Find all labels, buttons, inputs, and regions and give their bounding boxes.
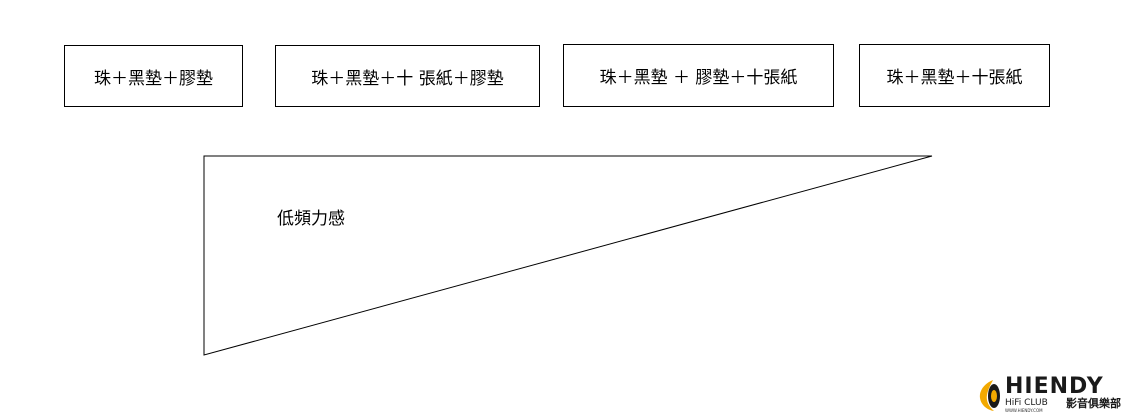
horn-speaker-icon xyxy=(979,380,1000,411)
logo-brand-text: HIENDY xyxy=(1005,374,1104,399)
config-box-2: 珠＋黑墊＋十 張紙＋膠墊 xyxy=(275,45,540,107)
config-box-3: 珠＋黑墊 ＋ 膠墊＋十張紙 xyxy=(563,44,834,107)
config-box-label: 珠＋黑墊 ＋ 膠墊＋十張紙 xyxy=(599,68,798,88)
wedge-shape xyxy=(203,155,933,356)
triangle-label: 低頻力感 xyxy=(277,209,345,229)
logo-sub-text: HiFi CLUB xyxy=(1005,398,1048,408)
logo-club-text: 影音俱樂部 xyxy=(1066,397,1121,410)
config-box-1: 珠＋黑墊＋膠墊 xyxy=(64,45,243,107)
config-box-label: 珠＋黑墊＋十 張紙＋膠墊 xyxy=(311,68,504,89)
config-box-label: 珠＋黑墊＋膠墊 xyxy=(94,68,213,89)
logo-url-text: WWW.HIENDY.COM xyxy=(1005,408,1043,413)
hiendy-logo: HIENDY HiFi CLUB WWW.HIENDY.COM 影音俱樂部 xyxy=(978,376,1130,416)
config-box-4: 珠＋黑墊＋十張紙 xyxy=(859,44,1050,107)
config-box-label: 珠＋黑墊＋十張紙 xyxy=(886,68,1023,88)
